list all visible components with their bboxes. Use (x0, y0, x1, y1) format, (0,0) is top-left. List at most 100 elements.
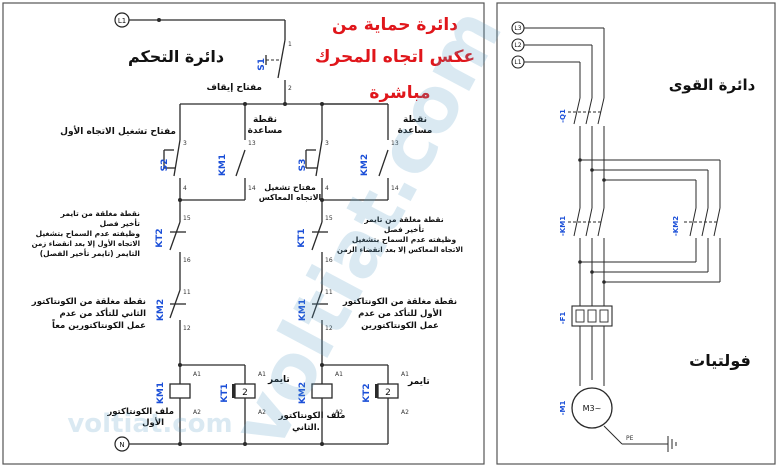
interlock-left-label-3: عمل الكونتاكتورين معاً (51, 318, 146, 331)
kt2-coil-marker (375, 384, 378, 398)
wire (603, 425, 623, 445)
pin: 16 (325, 257, 333, 264)
kt2-tag: KT2 (155, 228, 165, 247)
l1-terminal-label: L1 (118, 17, 126, 25)
power-panel-frame (496, 2, 776, 465)
timer-left-label-3: وظيفته عدم السماح بتشغيل (36, 229, 141, 238)
km1-coil-tag: KM1 (156, 382, 166, 404)
pe-label: PE (626, 435, 634, 442)
junction (578, 260, 582, 264)
timer-right-label-2: تأخير فصل (384, 224, 425, 234)
kt1-tag: KT1 (297, 228, 307, 247)
kt2-coil-value: 2 (385, 388, 391, 398)
km2-main-tag: -KM2 (672, 216, 680, 236)
f1-tag: -F1 (559, 312, 567, 325)
km1-aux-tag: KM1 (218, 154, 228, 176)
l1-label: L1 (514, 59, 521, 66)
aux-left-label-2: مساعدة (248, 126, 283, 136)
km2-main-pole (689, 207, 697, 237)
s3-tag: S3 (298, 159, 308, 172)
pin: 16 (183, 257, 191, 264)
km1-main-pole (573, 207, 581, 237)
timer-left-label-5: التايمر (تايمر تأخير الفصل) (40, 248, 140, 258)
reverse-start-label-2: الاتجاه المعاكس (259, 193, 322, 203)
pin: 2 (288, 85, 292, 92)
pin: 3 (325, 140, 329, 147)
q1-tag: -Q1 (559, 109, 567, 123)
f1-element (599, 309, 609, 323)
coil-kt2-label: تايمر (407, 377, 430, 387)
pin: 11 (183, 289, 191, 296)
junction (602, 178, 606, 182)
km1-interlock-tag: KM1 (298, 299, 308, 321)
s3-contact (315, 139, 323, 177)
pin: 15 (325, 215, 333, 222)
coil-kt1-label: تايمر (267, 375, 290, 385)
s1-contact (277, 39, 286, 79)
coil-km1-label-1: ملف الكونتاكتور (106, 407, 174, 417)
interlock-left-label-1: نقطة مغلقة من الكونتاكتور (31, 297, 146, 307)
junction (578, 158, 582, 162)
l3-label: L3 (514, 25, 521, 32)
m1-tag: -M1 (559, 401, 567, 416)
km2-coil-tag: KM2 (298, 382, 308, 404)
f1-element (575, 309, 585, 323)
l2-label: L2 (514, 42, 521, 49)
pin: A2 (401, 409, 409, 416)
pin: 4 (325, 185, 329, 192)
motor (571, 387, 613, 429)
forward-start-label: مفتاح تشغيل الاتجاه الأول (60, 125, 176, 137)
junction (602, 280, 606, 284)
control-title: دائرة التحكم (128, 47, 224, 66)
junction (320, 442, 324, 446)
voltage-label: فولتيات (689, 351, 751, 370)
km1-main-tag: -KM1 (559, 216, 567, 236)
pin: 12 (183, 325, 191, 332)
q1-pole (573, 97, 581, 125)
s2-tag: S2 (160, 159, 170, 172)
headline-line-1: دائرة حماية من (332, 15, 458, 35)
pin: 13 (391, 140, 399, 147)
pin: 3 (183, 140, 187, 147)
reverse-start-label-1: مفتاح تشغيل (264, 183, 316, 192)
kt2-coil-tag: KT2 (362, 383, 372, 402)
timer-right-label-4: الاتجاه المعاكس إلا بعد انقضاء الزمن (337, 246, 463, 254)
interlock-right-label-3: عمل الكونتاكتورين (361, 321, 439, 331)
pin: A1 (401, 371, 409, 378)
km2-aux-contact (378, 149, 389, 177)
timer-right-label-1: نقطة مغلقة من تايمر (363, 215, 444, 224)
pin: A2 (335, 409, 343, 416)
timer-right-label-3: وظيفته عدم السماح بتشغيل (352, 235, 457, 244)
km1-aux-contact (235, 149, 246, 177)
kt1-contact (311, 221, 323, 251)
interlock-left-label-2: الثاني للتأكد من عدم (60, 307, 147, 319)
timer-left-label-1: نقطة مغلقة من تايمر (60, 209, 141, 218)
n-terminal-label: N (119, 441, 124, 449)
pin: 15 (183, 215, 191, 222)
f1-element (587, 309, 597, 323)
km1-coil (169, 383, 191, 399)
kt2-contact (169, 221, 181, 251)
interlock-right-label-1: نقطة مغلقة من الكونتاكتور (342, 297, 457, 307)
kt1-coil-tag: KT1 (220, 383, 230, 402)
pin: 14 (248, 185, 256, 192)
timer-left-label-2: تأخير فصل (100, 218, 141, 228)
pin: 11 (325, 289, 333, 296)
kt1-coil-marker (232, 384, 235, 398)
pin: A1 (193, 371, 201, 378)
pin: 14 (391, 185, 399, 192)
pin: 4 (183, 185, 187, 192)
junction (590, 168, 594, 172)
stop-switch-label: مفتاح إيقاف (207, 83, 263, 93)
pin: A1 (335, 371, 343, 378)
kt1-coil-value: 2 (242, 388, 248, 398)
junction (590, 270, 594, 274)
watermark-footer: voltiat.com (67, 409, 232, 439)
pin: A2 (258, 409, 266, 416)
q1-pole (597, 97, 605, 125)
q1-pole (585, 97, 593, 125)
s2-contact (173, 139, 181, 177)
headline-line-2: عكس اتجاه المحرك (315, 47, 475, 67)
